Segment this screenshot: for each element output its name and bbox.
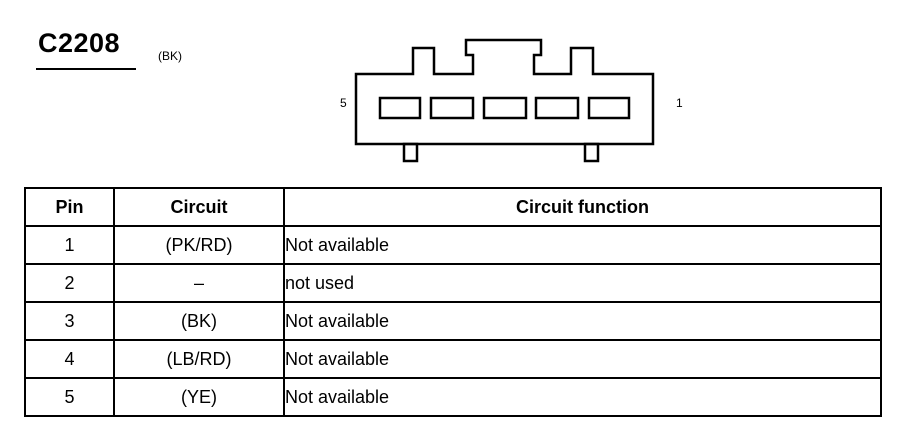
circuit-cell: (BK) [113, 301, 285, 341]
function-cell: Not available [283, 377, 882, 417]
bottom-key-left [402, 142, 419, 163]
circuit-cell: (YE) [113, 377, 285, 417]
bottom-key-right [583, 142, 600, 163]
pin-cell: 4 [24, 339, 115, 379]
function-cell: not used [283, 263, 882, 303]
table-row: 1 (PK/RD) Not available [24, 225, 882, 265]
pin-cell: 5 [24, 377, 115, 417]
connector-id: C2208 [38, 28, 121, 58]
title-underline [36, 68, 136, 70]
cavity-1 [587, 96, 631, 120]
header-pin: Pin [24, 187, 115, 227]
cavity-5 [378, 96, 422, 120]
header-circuit: Circuit [113, 187, 285, 227]
table-row: 2 – not used [24, 263, 882, 303]
pin-cell: 1 [24, 225, 115, 265]
connector-housing [354, 38, 655, 146]
table-header-row: Pin Circuit Circuit function [24, 187, 882, 227]
circuit-cell: – [113, 263, 285, 303]
pin-label-left: 5 [340, 96, 347, 110]
table-row: 3 (BK) Not available [24, 301, 882, 341]
function-cell: Not available [283, 301, 882, 341]
circuit-cell: (LB/RD) [113, 339, 285, 379]
cavity-3 [482, 96, 528, 120]
function-cell: Not available [283, 225, 882, 265]
pin-cell: 2 [24, 263, 115, 303]
pinout-table: Pin Circuit Circuit function 1 (PK/RD) N… [24, 187, 882, 417]
cavity-2 [534, 96, 580, 120]
connector-face-drawing [354, 38, 655, 163]
header-circuit-function: Circuit function [283, 187, 882, 227]
pin-label-right: 1 [676, 96, 683, 110]
circuit-cell: (PK/RD) [113, 225, 285, 265]
pin-cell: 3 [24, 301, 115, 341]
function-cell: Not available [283, 339, 882, 379]
table-row: 4 (LB/RD) Not available [24, 339, 882, 379]
connector-color-code: (BK) [158, 49, 182, 63]
table-row: 5 (YE) Not available [24, 377, 882, 417]
cavity-4 [429, 96, 475, 120]
